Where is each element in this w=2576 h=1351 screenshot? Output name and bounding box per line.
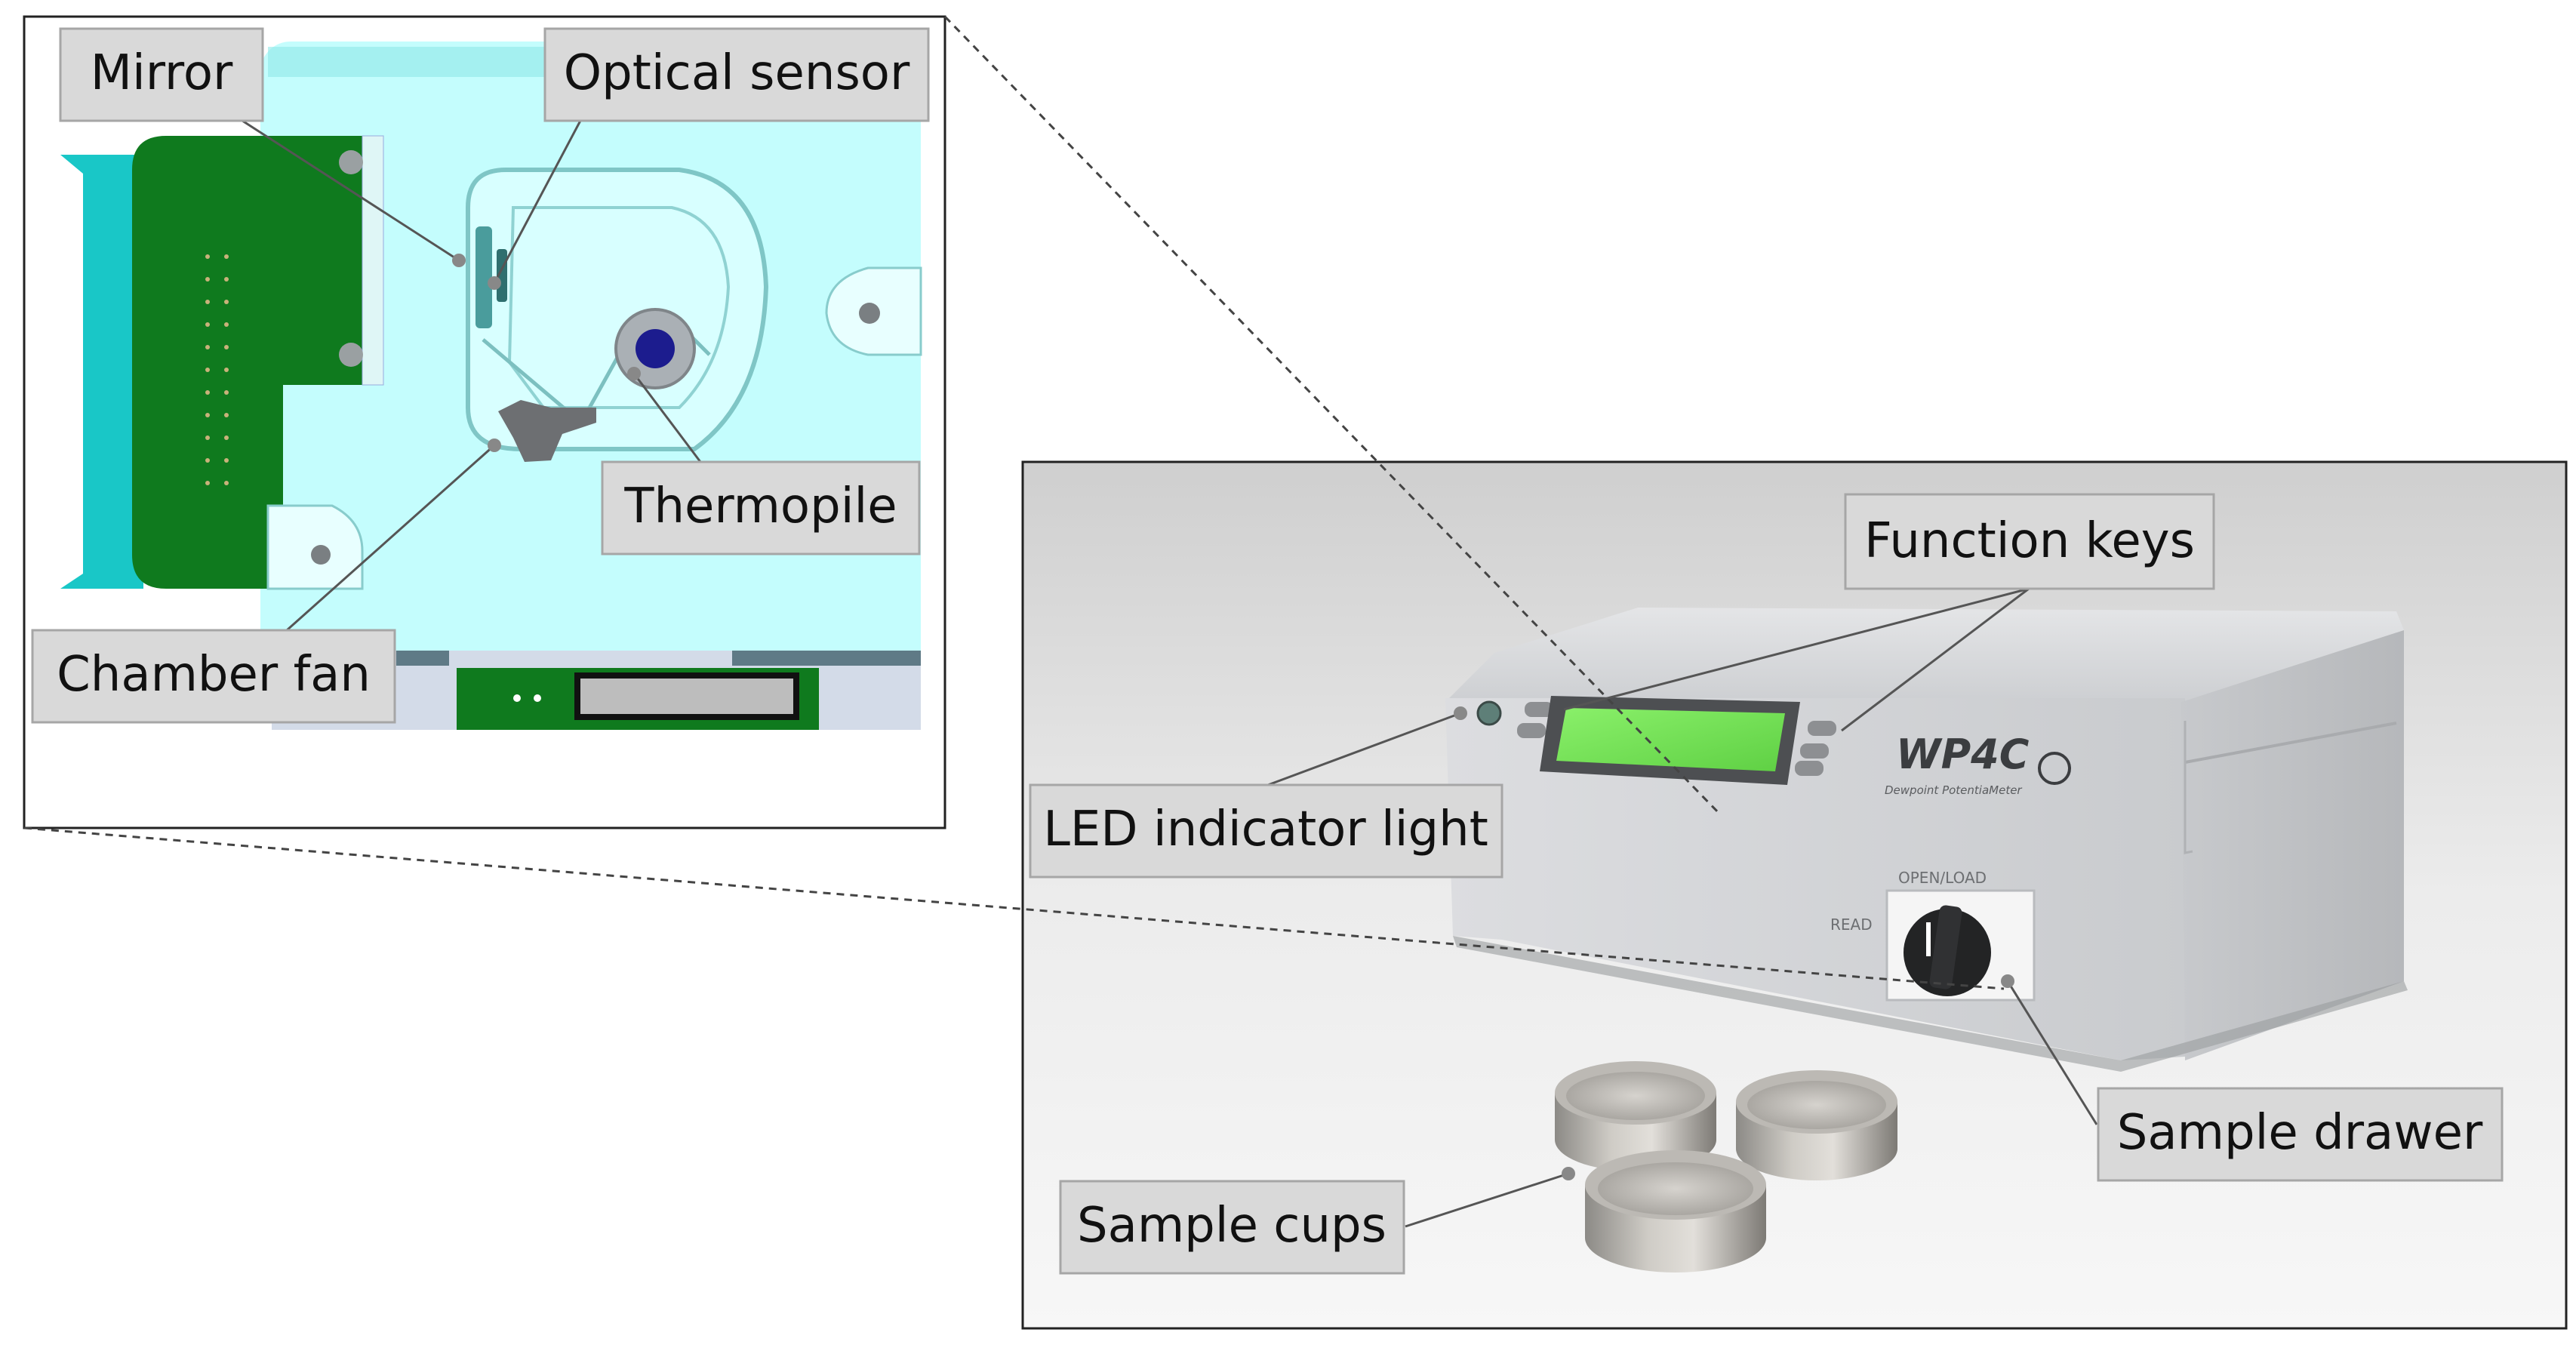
drawer-knob-pointer bbox=[1929, 905, 1962, 989]
leader-line-sample-cups bbox=[1405, 1172, 1569, 1228]
leader-line-function-keys-left bbox=[1563, 587, 2030, 711]
callout-label-thermopile: Thermopile bbox=[623, 479, 897, 534]
chamber-bracket bbox=[60, 155, 143, 589]
leader-dot bbox=[1562, 1167, 1575, 1180]
leader-line-optical-sensor bbox=[493, 118, 583, 284]
leader-dot bbox=[488, 439, 501, 452]
connector-pin bbox=[534, 694, 541, 702]
board-edge bbox=[362, 135, 384, 386]
connector-socket bbox=[574, 672, 799, 720]
leader-dot bbox=[2001, 974, 2014, 988]
device-subtitle: Dewpoint PotentiaMeter bbox=[1885, 783, 2022, 797]
leader-dot bbox=[627, 367, 641, 380]
mirror bbox=[475, 226, 492, 328]
device-side-seam bbox=[2184, 722, 2397, 764]
callout-function-keys: Function keys bbox=[1844, 493, 2215, 590]
callout-label-optical-sensor: Optical sensor bbox=[564, 45, 910, 101]
lcd-display bbox=[1556, 708, 1785, 771]
sample-cup bbox=[1585, 1150, 1766, 1273]
screw-icon bbox=[339, 343, 363, 367]
device-model-name: WP4C bbox=[1896, 731, 2030, 778]
screw-icon bbox=[859, 303, 880, 324]
function-key[interactable] bbox=[1800, 743, 1829, 759]
board-pins bbox=[205, 254, 229, 485]
function-key[interactable] bbox=[1795, 761, 1824, 776]
callout-label-mirror: Mirror bbox=[91, 45, 233, 101]
chamber-inner-lip bbox=[507, 206, 731, 409]
callout-label-sample-cups: Sample cups bbox=[1077, 1198, 1386, 1254]
chamber-detail-panel bbox=[23, 15, 946, 829]
chamber-top-band bbox=[268, 47, 585, 77]
device-side-panel bbox=[2181, 630, 2404, 1060]
leader-line-chamber-fan bbox=[286, 444, 495, 632]
callout-optical-sensor: Optical sensor bbox=[543, 27, 930, 122]
callout-mirror: Mirror bbox=[59, 27, 264, 122]
leader-line-mirror bbox=[239, 118, 460, 262]
callout-sample-cups: Sample cups bbox=[1059, 1180, 1405, 1275]
leader-line-led bbox=[1267, 712, 1461, 786]
screw-icon bbox=[339, 150, 363, 174]
leader-dot bbox=[452, 254, 466, 267]
chamber-bottom-rail bbox=[732, 651, 921, 666]
circuit-board bbox=[132, 136, 381, 589]
callout-led-indicator-light: LED indicator light bbox=[1029, 783, 1503, 879]
callout-sample-drawer: Sample drawer bbox=[2097, 1087, 2504, 1182]
zoom-connector-line bbox=[23, 826, 2005, 990]
drawer-knob-indicator bbox=[1926, 922, 1931, 956]
brand-logo-icon bbox=[2038, 752, 2071, 785]
leader-line-thermopile bbox=[632, 373, 702, 463]
callout-label-led-indicator-light: LED indicator light bbox=[1043, 802, 1488, 857]
device-side-recess bbox=[2184, 721, 2193, 854]
leader-dot bbox=[488, 276, 501, 290]
chamber-bottom-rail bbox=[396, 651, 449, 666]
leader-line-sample-drawer bbox=[2006, 980, 2098, 1125]
function-key[interactable] bbox=[1525, 702, 1553, 717]
drawer-label-read: READ bbox=[1830, 916, 1873, 934]
callout-chamber-fan: Chamber fan bbox=[31, 629, 396, 724]
callout-label-sample-drawer: Sample drawer bbox=[2117, 1105, 2483, 1161]
connector-pin bbox=[513, 694, 521, 702]
function-key[interactable] bbox=[1808, 721, 1836, 736]
zoom-connector-line bbox=[943, 15, 1722, 817]
callout-label-chamber-fan: Chamber fan bbox=[57, 647, 371, 703]
led-indicator-light bbox=[1476, 700, 1502, 726]
callout-thermopile: Thermopile bbox=[601, 460, 921, 555]
callout-label-function-keys: Function keys bbox=[1864, 513, 2195, 569]
sample-chamber-cavity bbox=[466, 168, 769, 451]
function-key[interactable] bbox=[1517, 723, 1546, 738]
screw-icon bbox=[311, 545, 331, 565]
sample-cup bbox=[1736, 1070, 1897, 1180]
leader-dot bbox=[1454, 706, 1467, 720]
drawer-label-open-load: OPEN/LOAD bbox=[1898, 869, 1987, 887]
leader-line-function-keys-right bbox=[1841, 587, 2030, 732]
chamber-fan bbox=[498, 400, 596, 462]
thermopile bbox=[636, 329, 675, 368]
